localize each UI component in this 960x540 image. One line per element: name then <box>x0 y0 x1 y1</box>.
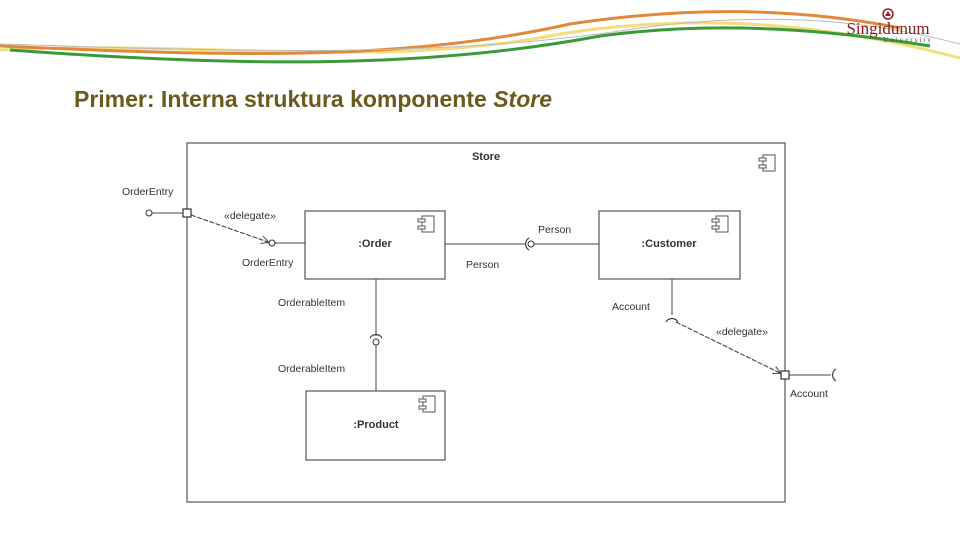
logo-name: Singidunum <box>846 19 930 38</box>
delegate-connector-orderentry <box>190 214 305 247</box>
orderable-item-top-label: OrderableItem <box>278 297 345 309</box>
delegate-label-bottom: «delegate» <box>716 326 768 338</box>
component-icon <box>418 395 436 413</box>
page-title: Primer: Interna struktura komponente Sto… <box>74 86 552 113</box>
component-icon <box>417 215 435 233</box>
person-assembly-connector <box>445 237 599 251</box>
crest-icon <box>882 8 894 20</box>
title-emphasis: Store <box>493 86 552 112</box>
university-logo: Singidunum University <box>838 8 938 44</box>
orderable-item-assembly-connector <box>369 279 383 391</box>
order-label: :Order <box>358 238 392 250</box>
account-required-interface <box>665 279 679 323</box>
delegate-label-top: «delegate» <box>224 210 276 222</box>
title-main: Primer: Interna struktura komponente <box>74 86 494 112</box>
swoosh-thin-grey <box>0 18 960 52</box>
component-icon <box>711 215 729 233</box>
store-label: Store <box>472 151 500 163</box>
account-outer-label: Account <box>790 388 828 400</box>
orderable-item-bottom-label: OrderableItem <box>278 363 345 375</box>
header-decoration <box>0 10 960 64</box>
customer-label: :Customer <box>641 238 697 250</box>
account-port <box>780 368 837 382</box>
swoosh-orange <box>0 10 901 56</box>
logo-subtitle: University <box>883 36 933 44</box>
order-entry-port <box>145 208 192 218</box>
person-required-label: Person <box>538 224 571 236</box>
component-icon <box>758 154 776 172</box>
product-label: :Product <box>353 419 399 431</box>
person-provided-label: Person <box>466 259 499 271</box>
order-entry-outer-label: OrderEntry <box>122 186 174 198</box>
order-entry-inner-label: OrderEntry <box>242 257 294 269</box>
swoosh-green <box>9 26 931 64</box>
store-component-frame <box>186 142 786 503</box>
account-inner-label: Account <box>612 301 650 313</box>
